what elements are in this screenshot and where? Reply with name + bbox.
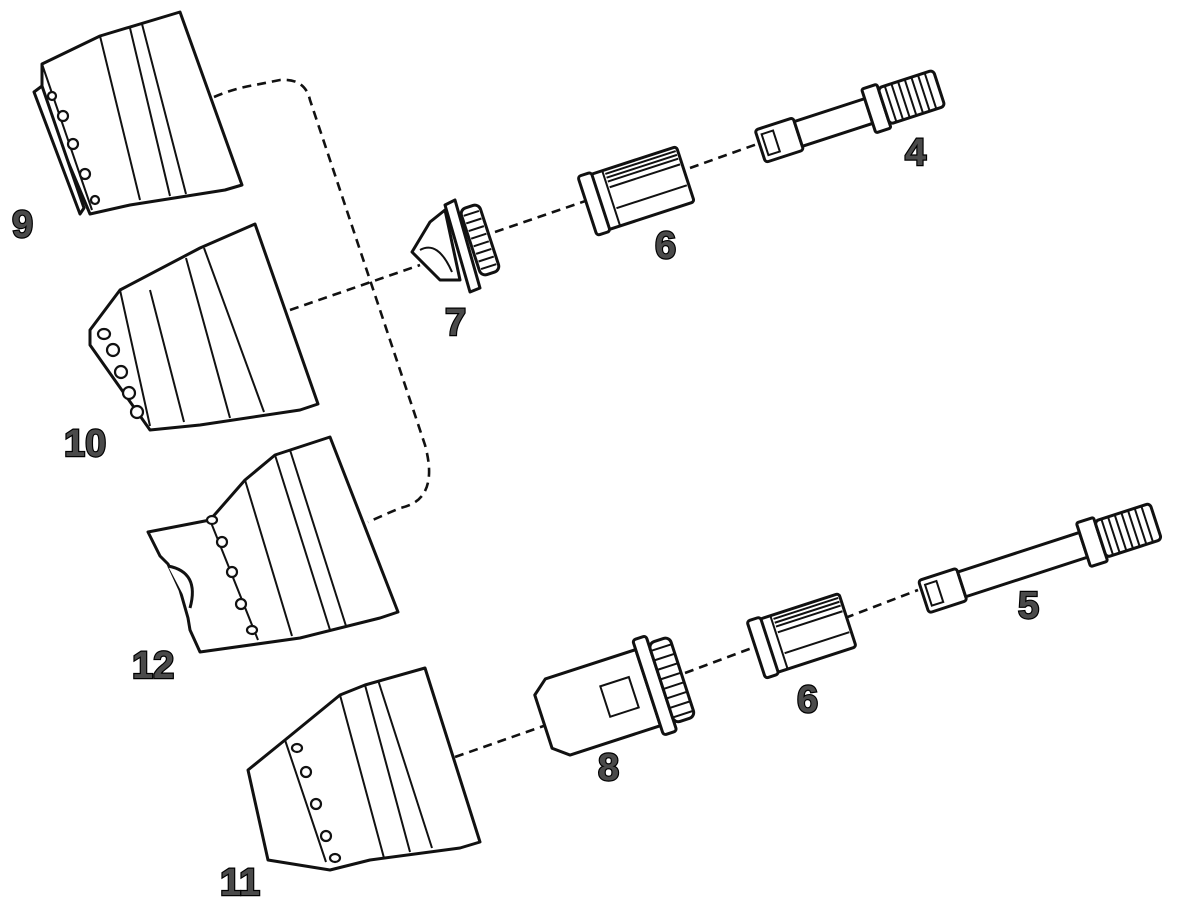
part-5-electrode bbox=[917, 502, 1163, 614]
part-labels: 4 5 6 6 7 8 9 10 11 12 bbox=[11, 131, 1041, 901]
part-10-nozzle bbox=[88, 222, 320, 432]
dashed-line-10-to-7 bbox=[289, 263, 421, 312]
label-part-10: 10 bbox=[64, 423, 106, 465]
dashed-line-9-to-12 bbox=[213, 78, 431, 524]
dashed-line-8-to-6 bbox=[684, 643, 761, 675]
label-part-11: 11 bbox=[220, 862, 260, 901]
label-part-6-bottom: 6 bbox=[797, 679, 818, 721]
dashed-line-11-to-8 bbox=[454, 720, 556, 759]
part-7-shield-cup bbox=[410, 198, 501, 294]
label-part-8: 8 bbox=[598, 747, 619, 789]
part-12-nozzle bbox=[146, 435, 400, 654]
dashed-line-6-to-4 bbox=[689, 141, 761, 170]
dashed-line-6-to-5 bbox=[844, 588, 919, 620]
label-part-5: 5 bbox=[1018, 585, 1039, 627]
label-part-9: 9 bbox=[12, 204, 33, 246]
part-6-swirl-ring-bottom bbox=[746, 592, 857, 680]
part-9-nozzle bbox=[32, 10, 244, 216]
label-part-6-top: 6 bbox=[655, 225, 676, 267]
dashed-line-7-to-6 bbox=[494, 194, 601, 234]
label-part-12: 12 bbox=[132, 645, 174, 687]
assembly-lines bbox=[213, 78, 919, 759]
part-6-swirl-ring-top bbox=[577, 145, 696, 237]
label-part-4: 4 bbox=[905, 132, 926, 174]
part-11-nozzle bbox=[246, 666, 482, 872]
part-8-shield-cup bbox=[533, 635, 696, 757]
label-part-7: 7 bbox=[445, 302, 466, 344]
part-4-electrode bbox=[754, 69, 946, 164]
